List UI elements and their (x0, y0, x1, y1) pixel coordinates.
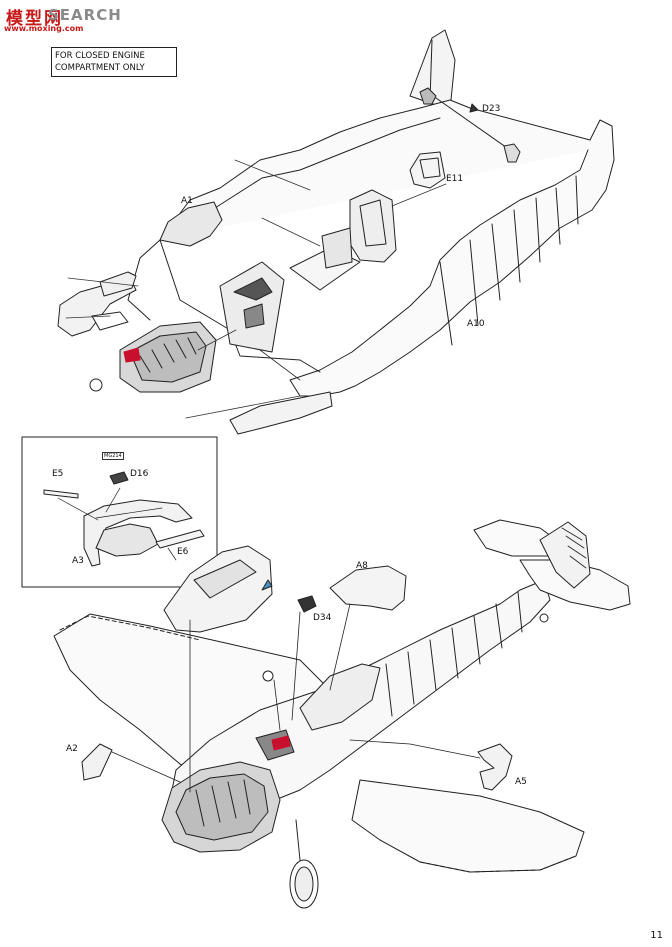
label-a8: A8 (356, 561, 368, 571)
label-mg214: MG214 (102, 452, 124, 460)
note-line-1: FOR CLOSED ENGINE (55, 51, 145, 61)
page-number: 11 (650, 930, 663, 941)
inset-cowl-drawing (43, 471, 205, 567)
fuselage-half-drawing (57, 29, 615, 435)
label-a10: A10 (467, 319, 485, 329)
label-e6: E6 (177, 547, 189, 557)
label-d23: D23 (482, 104, 501, 114)
closed-engine-note: FOR CLOSED ENGINE COMPARTMENT ONLY (51, 47, 177, 77)
label-e5: E5 (52, 469, 64, 479)
label-a1: A1 (181, 196, 193, 206)
label-a3: A3 (72, 556, 84, 566)
label-d16: D16 (130, 469, 149, 479)
label-e11: E11 (446, 174, 464, 184)
full-aircraft-drawing (53, 519, 631, 909)
watermark-url: www.moxing.com (4, 24, 84, 33)
watermark-search: SEARCH (48, 6, 122, 24)
label-d34: D34 (313, 613, 332, 623)
watermark-logo: 模型网 www.moxing.com SEARCH (4, 4, 204, 38)
label-a5: A5 (515, 777, 527, 787)
watermark-chars: 模型网 (6, 9, 63, 29)
note-line-2: COMPARTMENT ONLY (55, 63, 145, 73)
label-a2: A2 (66, 744, 78, 754)
